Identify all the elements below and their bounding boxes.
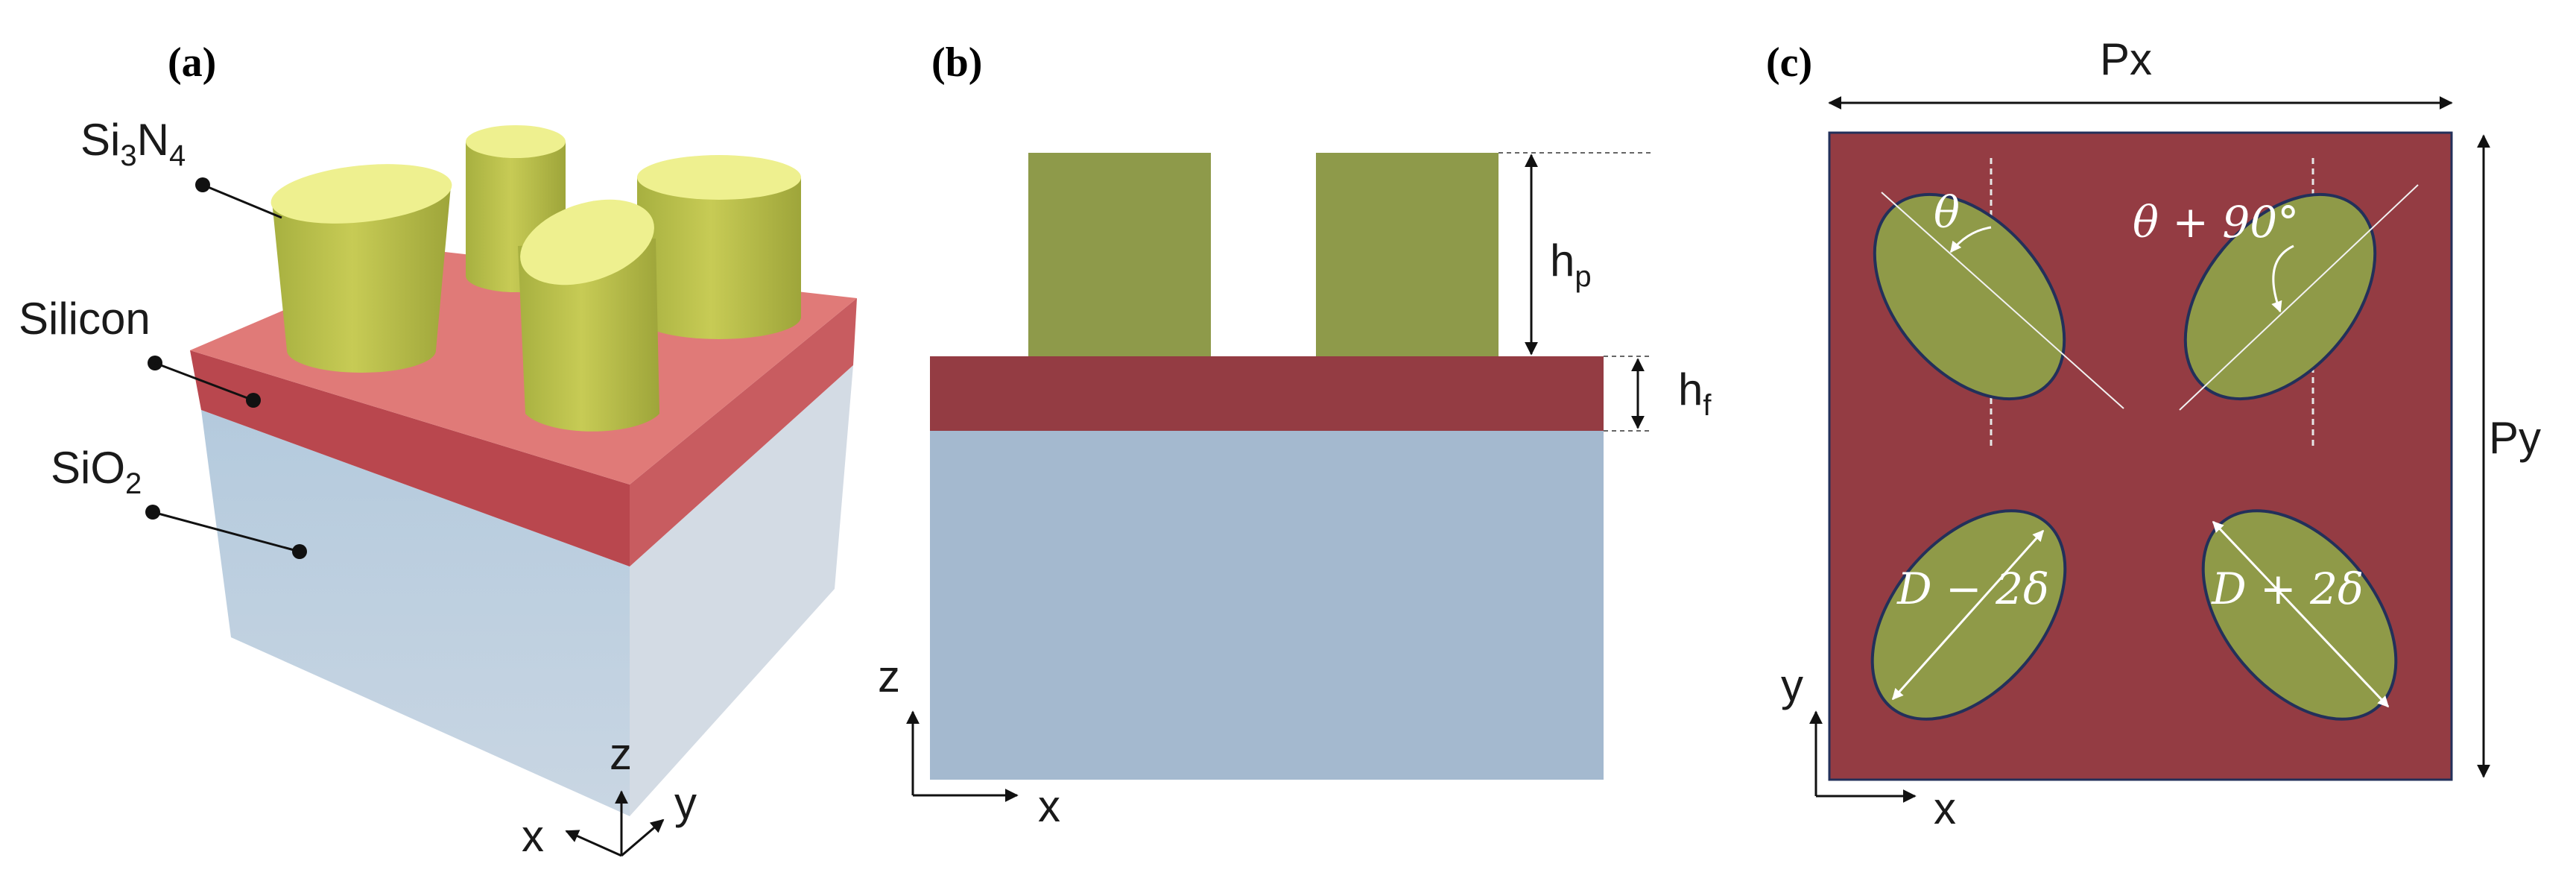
hp-label: hp xyxy=(1550,236,1592,293)
theta90-arc xyxy=(2271,244,2294,313)
si3n4-dot xyxy=(195,177,210,192)
px-label: Px xyxy=(2100,34,2152,84)
silicon-side-face xyxy=(630,298,857,566)
silicon-film xyxy=(930,356,1604,431)
sio2-dot xyxy=(292,544,307,559)
panel-b-label: (b) xyxy=(931,40,982,86)
axis-y-label: y xyxy=(1781,660,1803,710)
d-plus-label: D + 2δ xyxy=(2211,564,2364,614)
hf-label: hf xyxy=(1678,364,1712,422)
d-minus-arrow xyxy=(1891,529,2045,701)
silicon-front-face xyxy=(190,350,630,566)
axis-z-label: z xyxy=(610,729,632,779)
panel-a-label: (a) xyxy=(168,40,216,86)
panel-c-label: (c) xyxy=(1766,40,1812,86)
axis-x-label: x xyxy=(522,811,544,861)
panel-a: (a) S xyxy=(19,40,857,861)
panel-b: (b) hp hf z x xyxy=(878,40,1712,831)
pillar-left xyxy=(1028,153,1211,356)
ellipse-top-left xyxy=(1873,192,2066,401)
silicon-dot xyxy=(246,393,261,408)
panel-a-axes: z y x xyxy=(522,729,697,861)
axis-y-label: y xyxy=(674,778,697,828)
sio2-side-face xyxy=(630,365,853,816)
theta-label: θ xyxy=(1934,187,1960,238)
theta-arc xyxy=(1949,226,1992,253)
panel-c-axes: y x xyxy=(1781,660,1956,833)
si3n4-label: Si3N4 xyxy=(80,115,186,172)
pillar-front-right xyxy=(518,199,659,432)
pillar-front-left xyxy=(270,164,452,373)
axis-x-label: x xyxy=(1038,781,1060,831)
sio2-substrate xyxy=(930,431,1604,780)
pillar-right xyxy=(1316,153,1499,356)
axis-z-label: z xyxy=(878,651,900,701)
sio2-front-face xyxy=(201,410,630,816)
axis-x-label: x xyxy=(1934,783,1956,833)
sio2-label: SiO2 xyxy=(51,443,142,500)
theta90-label: θ + 90° xyxy=(2133,197,2299,247)
py-label: Py xyxy=(2489,413,2541,463)
silicon-label: Silicon xyxy=(19,294,151,344)
d-minus-label: D − 2δ xyxy=(1896,564,2049,614)
d-plus-arrow xyxy=(2212,520,2390,708)
panel-b-axes: z x xyxy=(878,651,1060,831)
pillar-back-right xyxy=(637,155,801,339)
panel-c: (c) Px Py θ θ + 90° D − 2δ D + 2δ xyxy=(1766,34,2541,833)
